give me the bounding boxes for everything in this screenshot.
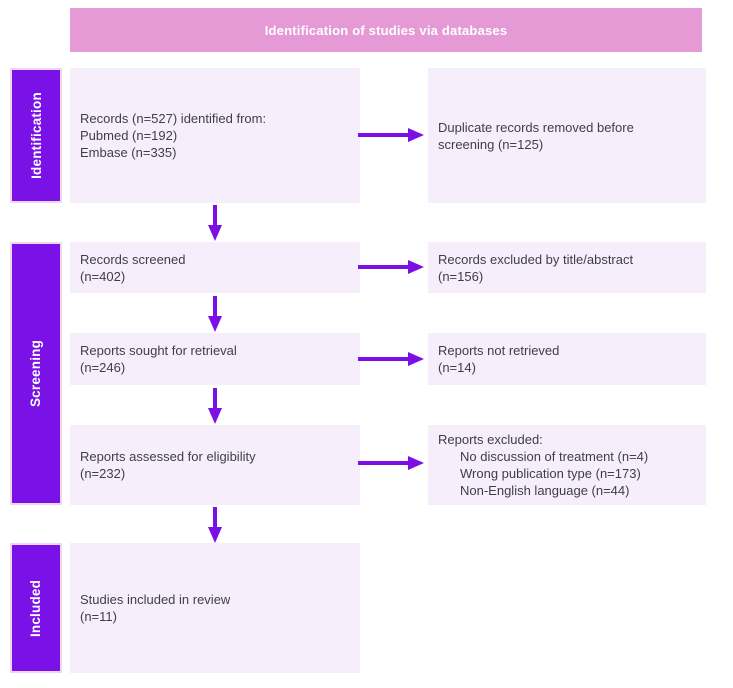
text-line: No discussion of treatment (n=4) xyxy=(460,449,649,464)
text-line: Wrong publication type (n=173) xyxy=(460,466,641,481)
arrow-right-icon xyxy=(358,126,424,144)
banner-identification-via-databases: Identification of studies via databases xyxy=(70,8,702,52)
arrow-down-icon xyxy=(206,205,224,241)
arrow-down-icon xyxy=(206,296,224,332)
box-reports-sought: Reports sought for retrieval (n=246) xyxy=(70,333,360,385)
text-line: Embase (n=335) xyxy=(80,145,177,160)
box-records-screened: Records screened (n=402) xyxy=(70,242,360,293)
text-line: screening (n=125) xyxy=(438,136,544,152)
stage-screening-label: Screening xyxy=(28,339,44,408)
text-line: Records screened xyxy=(80,251,186,267)
text-line: Reports excluded: xyxy=(438,432,543,447)
text-line: (n=402) xyxy=(80,268,126,284)
text-line: (n=11) xyxy=(80,609,117,624)
arrow-down-icon xyxy=(206,507,224,543)
text-line: (n=232) xyxy=(80,466,126,481)
text-line: Duplicate records removed before xyxy=(438,119,634,135)
box-reports-not-retrieved: Reports not retrieved (n=14) xyxy=(428,333,706,385)
text-line: Studies included in review xyxy=(80,592,231,607)
text-line: (n=246) xyxy=(80,360,126,375)
text-line: Reports assessed for eligibility xyxy=(80,449,256,464)
box-records-identified: Records (n=527) identified from: Pubmed … xyxy=(70,68,360,203)
text-line: Reports sought for retrieval xyxy=(80,343,237,358)
text-line: (n=156) xyxy=(438,268,484,284)
text-line: Pubmed (n=192) xyxy=(80,128,178,143)
text-line: Records (n=527) identified from: xyxy=(80,111,267,126)
box-reports-assessed: Reports assessed for eligibility (n=232) xyxy=(70,425,360,505)
box-reports-excluded: Reports excluded: No discussion of treat… xyxy=(428,425,706,505)
box-studies-included: Studies included in review (n=11) xyxy=(70,543,360,673)
stage-identification-label: Identification xyxy=(28,92,44,179)
text-line: Non-English language (n=44) xyxy=(460,483,630,498)
arrow-down-icon xyxy=(206,388,224,424)
box-duplicates-removed: Duplicate records removed before screeni… xyxy=(428,68,706,203)
stage-included-label: Included xyxy=(28,579,44,637)
arrow-right-icon xyxy=(358,350,424,368)
arrow-right-icon xyxy=(358,258,424,276)
arrow-right-icon xyxy=(358,454,424,472)
stage-screening: Screening xyxy=(10,242,62,505)
stage-identification: Identification xyxy=(10,68,62,203)
text-line: Records excluded by title/abstract xyxy=(438,251,634,267)
text-line: (n=14) xyxy=(438,360,476,375)
stage-included: Included xyxy=(10,543,62,673)
box-records-excluded: Records excluded by title/abstract (n=15… xyxy=(428,242,706,293)
text-line: Reports not retrieved xyxy=(438,343,560,358)
